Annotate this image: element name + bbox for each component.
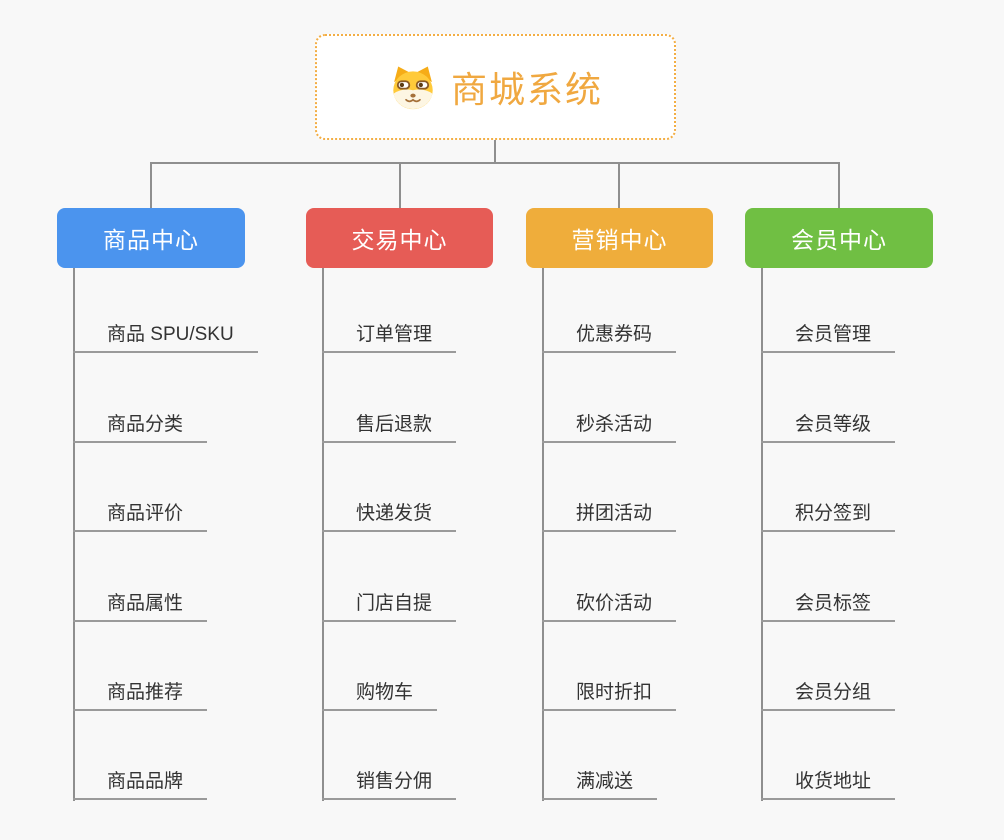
- branch-children: 优惠券码 秒杀活动 拼团活动 砍价活动 限时折扣 满减送: [542, 264, 677, 801]
- leaf-node[interactable]: 售后退款: [322, 353, 457, 443]
- branch-children: 订单管理 售后退款 快递发货 门店自提 购物车 销售分佣: [322, 264, 457, 801]
- leaf-node[interactable]: 会员标签: [761, 532, 896, 622]
- leaf-node[interactable]: 收货地址: [761, 711, 896, 801]
- branch-connector-line: [542, 268, 544, 801]
- branch-trade-center: 交易中心 订单管理 售后退款 快递发货 门店自提 购物车 销售分佣: [306, 208, 493, 801]
- leaf-node[interactable]: 订单管理: [322, 264, 457, 354]
- branch-children: 商品 SPU/SKU 商品分类 商品评价 商品属性 商品推荐 商品品牌: [73, 264, 258, 801]
- leaf-node[interactable]: 快递发货: [322, 443, 457, 533]
- leaf-node[interactable]: 满减送: [542, 711, 658, 801]
- branch-product-center: 商品中心 商品 SPU/SKU 商品分类 商品评价 商品属性 商品推荐 商品品牌: [57, 208, 258, 801]
- leaf-node[interactable]: 会员等级: [761, 353, 896, 443]
- leaf-node[interactable]: 会员分组: [761, 622, 896, 711]
- dog-face-icon: [393, 66, 433, 110]
- root-node[interactable]: 商城系统: [315, 34, 676, 140]
- leaf-node[interactable]: 秒杀活动: [542, 353, 677, 443]
- leaf-node[interactable]: 商品品牌: [73, 711, 208, 801]
- branch-connector-line: [761, 268, 763, 801]
- branch-connector-line: [322, 268, 324, 801]
- branch-node-trade-center[interactable]: 交易中心: [306, 208, 493, 268]
- branch-node-marketing-center[interactable]: 营销中心: [526, 208, 713, 268]
- leaf-node[interactable]: 商品推荐: [73, 622, 208, 711]
- branch-marketing-center: 营销中心 优惠券码 秒杀活动 拼团活动 砍价活动 限时折扣 满减送: [526, 208, 713, 801]
- branch-connector-line: [73, 268, 75, 801]
- leaf-node[interactable]: 商品 SPU/SKU: [73, 264, 258, 354]
- branch-node-product-center[interactable]: 商品中心: [57, 208, 245, 268]
- leaf-node[interactable]: 拼团活动: [542, 443, 677, 533]
- connector-root-stub: [494, 140, 496, 163]
- root-title: 商城系统: [450, 69, 603, 110]
- leaf-node[interactable]: 商品评价: [73, 443, 208, 533]
- leaf-node[interactable]: 优惠券码: [542, 264, 677, 354]
- leaf-node[interactable]: 购物车: [322, 622, 438, 711]
- connector-drop: [618, 162, 620, 209]
- leaf-node[interactable]: 限时折扣: [542, 622, 677, 711]
- branch-children: 会员管理 会员等级 积分签到 会员标签 会员分组 收货地址: [761, 264, 896, 801]
- connector-drop: [150, 162, 152, 209]
- leaf-node[interactable]: 积分签到: [761, 443, 896, 533]
- leaf-node[interactable]: 门店自提: [322, 532, 457, 622]
- branch-member-center: 会员中心 会员管理 会员等级 积分签到 会员标签 会员分组 收货地址: [745, 208, 933, 801]
- leaf-node[interactable]: 砍价活动: [542, 532, 677, 622]
- connector-bus: [150, 162, 840, 164]
- leaf-node[interactable]: 商品分类: [73, 353, 208, 443]
- leaf-node[interactable]: 会员管理: [761, 264, 896, 354]
- leaf-node[interactable]: 销售分佣: [322, 711, 457, 801]
- connector-drop: [399, 162, 401, 209]
- leaf-node[interactable]: 商品属性: [73, 532, 208, 622]
- branch-node-member-center[interactable]: 会员中心: [745, 208, 933, 268]
- connector-drop: [838, 162, 840, 209]
